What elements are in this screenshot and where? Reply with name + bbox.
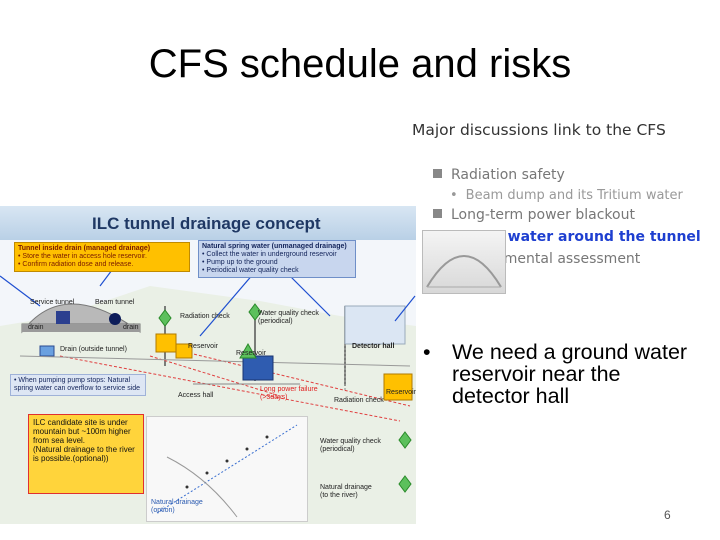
candidate-line: mountain but ~100m higher — [33, 427, 131, 436]
natural-drainage-sub: (to the river) — [320, 492, 358, 499]
reservoir-icon — [242, 355, 274, 381]
drain-outside-label: Drain (outside tunnel) — [60, 346, 127, 353]
reservoir-label: Reservoir — [236, 350, 266, 357]
natural-drainage-option-text: Natural drainage — [151, 499, 203, 506]
natural-spring-box: Natural spring water (unmanaged drainage… — [198, 240, 356, 278]
drain-block-icon — [39, 345, 55, 357]
reservoir-icon — [175, 343, 193, 359]
bullet-point: • We need a ground water reservoir near … — [423, 341, 703, 407]
reservoir-label: Reservoir — [386, 389, 416, 396]
hall-arch-icon — [426, 255, 502, 288]
beam-tunnel-icon — [109, 313, 121, 325]
drain-label-left: drain — [28, 324, 44, 331]
power-failure-label: Long power failure(>3days) — [260, 386, 318, 402]
bullet-text: We need a ground water reservoir near th… — [452, 340, 688, 408]
natural-spring-line: • Collect the water in underground reser… — [202, 251, 337, 258]
diagram-title: ILC tunnel drainage concept — [92, 214, 321, 233]
discussion-heading: Major discussions link to the CFS — [412, 121, 666, 139]
square-bullet-icon — [433, 169, 442, 178]
drain-label-right: drain — [123, 324, 139, 331]
natural-drainage-label: Natural drainage(to the river) — [320, 484, 372, 500]
water-quality-text: Water quality check — [258, 310, 319, 317]
candidate-line: (Natural drainage to the river — [33, 445, 135, 454]
discussion-item-label: Spring water around the tunnel — [451, 229, 701, 245]
beam-tunnel-label: Beam tunnel — [95, 299, 135, 306]
reservoir-icon — [383, 373, 413, 401]
access-hall-label: Access hall — [178, 392, 214, 399]
natural-drainage-option-label: Natural drainage(option) — [151, 499, 203, 515]
natural-spring-line: • Periodical water quality check — [202, 267, 299, 274]
discussion-item-power: Long-term power blackout — [433, 207, 635, 223]
reservoir-icon — [155, 333, 177, 353]
drainage-diagram: ILC tunnel drainage concept Tunnel insid… — [0, 206, 416, 524]
tunnel-floor — [22, 324, 140, 332]
radiation-check-label: Radiation check — [180, 313, 230, 320]
diagram-banner: ILC tunnel drainage concept — [0, 206, 416, 240]
check-diamond-icon — [398, 475, 412, 493]
candidate-line: is possible.(optional)) — [33, 454, 109, 463]
bullet-dot: • — [423, 340, 431, 364]
bullet-dot: • — [450, 188, 458, 203]
discussion-item-radiation: Radiation safety — [433, 167, 565, 183]
power-failure-sub: (>3days) — [260, 394, 288, 401]
water-quality-label: Water quality check(periodical) — [320, 438, 381, 454]
tunnel-drain-box: Tunnel inside drain (managed drainage) •… — [14, 242, 190, 272]
radiation-check-label: Radiation check — [334, 397, 384, 404]
discussion-item-label: Long-term power blackout — [451, 207, 635, 223]
detector-hall-shape — [344, 305, 406, 345]
slide-title: CFS schedule and risks — [148, 42, 572, 86]
service-tunnel-label: Service tunnel — [30, 299, 75, 306]
square-bullet-icon — [433, 209, 442, 218]
check-diamond-icon — [398, 431, 412, 449]
check-diamond-icon — [158, 309, 172, 327]
power-failure-text: Long power failure — [260, 386, 318, 393]
tunnel-drain-line: • Confirm radiation dose and release. — [18, 261, 134, 268]
natural-drainage-option-sub: (option) — [151, 507, 175, 514]
pump-triangle-icon — [239, 342, 257, 359]
discussion-item-label: Radiation safety — [451, 167, 565, 183]
candidate-site-note: ILC candidate site is under mountain but… — [28, 414, 144, 494]
candidate-line: ILC candidate site is under — [33, 418, 128, 427]
page-number: 6 — [664, 508, 671, 522]
pump-note: • When pumping pump stops: Natural sprin… — [10, 374, 146, 396]
site-map-inset: Natural drainage(option) — [146, 416, 308, 522]
detector-hall-photo — [422, 230, 506, 294]
natural-drainage-text: Natural drainage — [320, 484, 372, 491]
water-quality-text: Water quality check — [320, 438, 381, 445]
tunnel-drain-line: • Store the water in access hole reservo… — [18, 253, 147, 260]
natural-spring-line: • Pump up to the ground — [202, 259, 278, 266]
candidate-line: from sea level. — [33, 436, 86, 445]
discussion-subitem-beam-dump: • Beam dump and its Tritium water — [450, 188, 683, 203]
site-map-graphic — [156, 424, 298, 518]
check-diamond-icon — [248, 303, 262, 321]
reservoir-label: Reservoir — [188, 343, 218, 350]
water-quality-label: Water quality check(periodical) — [258, 310, 319, 326]
discussion-item-label: Beam dump and its Tritium water — [465, 188, 683, 203]
detector-hall-label: Detector hall — [352, 343, 395, 350]
service-tunnel-shape — [56, 311, 70, 324]
natural-spring-title: Natural spring water (unmanaged drainage… — [202, 243, 347, 250]
water-quality-sub: (periodical) — [320, 446, 355, 453]
tunnel-drain-title: Tunnel inside drain (managed drainage) — [18, 245, 151, 252]
water-quality-sub: (periodical) — [258, 318, 293, 325]
